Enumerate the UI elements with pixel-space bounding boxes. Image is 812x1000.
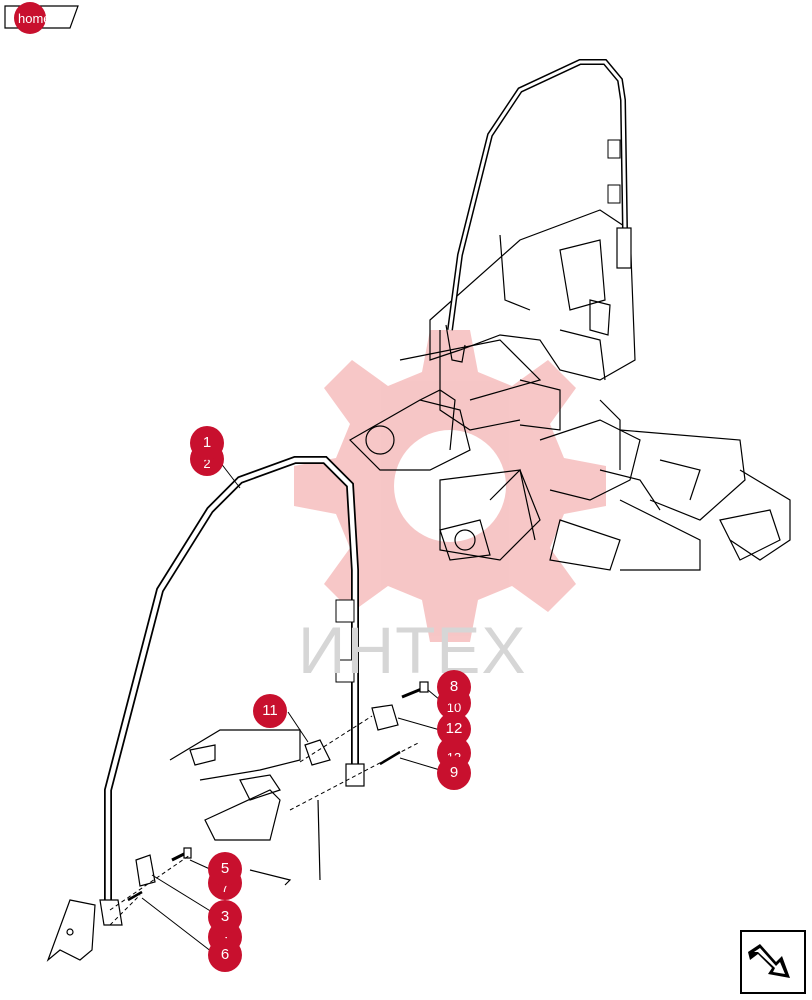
home-tab-icon[interactable]: home xyxy=(4,2,80,34)
mid-bracket xyxy=(169,729,331,886)
home-label: home xyxy=(18,11,51,26)
gear-logo-watermark xyxy=(294,330,606,642)
home-badge xyxy=(14,2,46,34)
callout-9[interactable]: 9 xyxy=(437,756,471,790)
next-arrow-icon[interactable] xyxy=(740,930,806,994)
front-handle-bar xyxy=(99,456,365,926)
watermark-text: ИНТЕХ xyxy=(298,613,527,687)
lower-bracket xyxy=(46,899,96,962)
callout-6[interactable]: 6 xyxy=(208,938,242,972)
callout-1[interactable]: 1 xyxy=(190,426,224,460)
hardware xyxy=(127,681,429,902)
assembly-lines xyxy=(109,715,421,926)
callout-12[interactable]: 12 xyxy=(437,712,471,746)
callout-5[interactable]: 5 xyxy=(208,852,242,886)
callout-11[interactable]: 11 xyxy=(253,694,287,728)
callout-3[interactable]: 3 xyxy=(208,900,242,934)
callout-8[interactable]: 8 xyxy=(437,670,471,704)
rear-handle-bar xyxy=(445,59,632,363)
